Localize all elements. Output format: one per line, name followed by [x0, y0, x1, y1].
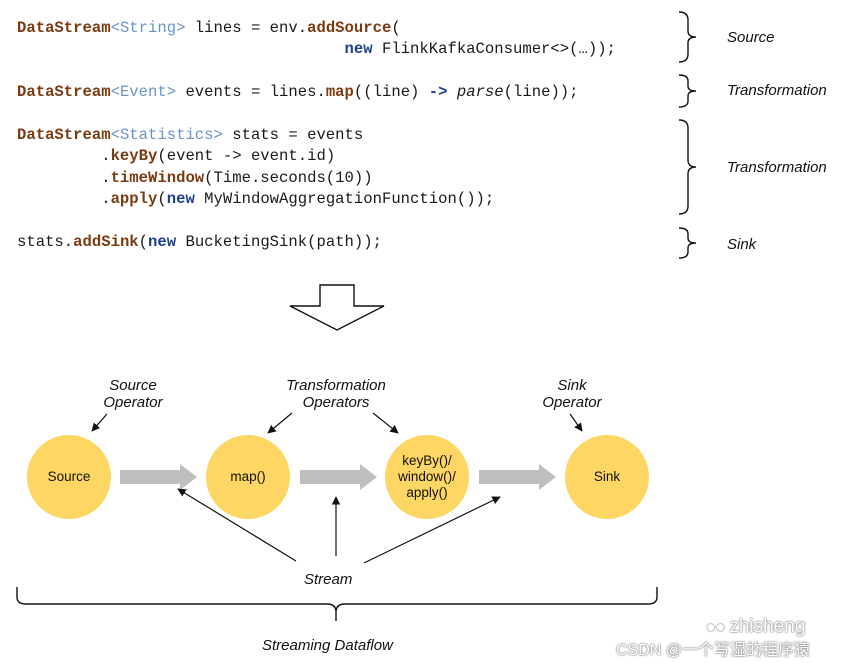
- arrow-source-op: [91, 413, 108, 432]
- side-label-transformation-window: Transformation: [727, 159, 827, 176]
- source-node: Source: [27, 435, 111, 519]
- big-down-arrow: [289, 284, 385, 331]
- code-line-4: DataStream<Statistics> stats = events: [17, 125, 363, 145]
- code-lambda-arrow: ->: [428, 83, 448, 101]
- code-text: (: [391, 19, 401, 37]
- source-operator-label: Source Operator: [93, 377, 173, 411]
- transformation-operators-line-1: Transformation: [286, 377, 386, 394]
- code-text: ((line): [353, 83, 429, 101]
- keyby-node-line-3: apply(): [406, 485, 448, 500]
- wechat-icon: ●●: [706, 619, 726, 636]
- code-generic: Statistics: [119, 126, 214, 144]
- watermark-handle-text: zhisheng: [729, 616, 806, 637]
- flow-arrow-keyby-sink: [479, 464, 556, 490]
- code-text: stats = events: [222, 126, 364, 144]
- code-type: DataStream: [17, 19, 111, 37]
- keyby-window-apply-node: keyBy()/ window()/ apply(): [385, 435, 469, 519]
- code-new-keyword: new: [344, 40, 373, 58]
- code-method: keyBy: [110, 147, 158, 165]
- side-label-source: Source: [727, 29, 775, 46]
- code-line-8: stats.addSink(new BucketingSink(path));: [17, 232, 382, 252]
- brace-transformation-window: [678, 119, 697, 215]
- code-generic-close: >: [166, 83, 177, 101]
- code-new-keyword: new: [166, 190, 195, 208]
- code-generic-close: >: [176, 19, 186, 37]
- code-text: BucketingSink(path));: [176, 233, 382, 251]
- bottom-brace: [16, 587, 658, 621]
- code-line-1: DataStream<String> lines = env.addSource…: [17, 18, 401, 38]
- keyby-node-line-2: window()/: [398, 469, 456, 484]
- code-line-6: .timeWindow(Time.seconds(10)): [17, 168, 373, 188]
- code-new-keyword: new: [148, 233, 177, 251]
- code-text: (line));: [503, 83, 579, 101]
- arrow-sink-op: [569, 413, 583, 432]
- code-italic: parse: [456, 83, 504, 101]
- code-generic-open: <: [110, 19, 120, 37]
- sink-node: Sink: [565, 435, 649, 519]
- source-operator-line-1: Source: [109, 377, 157, 394]
- code-indent: .: [17, 190, 111, 208]
- code-method: apply: [110, 190, 158, 208]
- code-generic: String: [119, 19, 177, 37]
- code-braces: [678, 11, 697, 259]
- code-text: stats.: [17, 233, 74, 251]
- streaming-dataflow-label: Streaming Dataflow: [262, 637, 393, 654]
- flow-arrow-source-map: [120, 464, 197, 490]
- sink-node-label: Sink: [593, 469, 621, 484]
- brace-transformation-map: [678, 74, 697, 108]
- code-text: FlinkKafkaConsumer<>(…));: [372, 40, 616, 58]
- brace-sink: [678, 227, 697, 259]
- side-label-transformation-map: Transformation: [727, 82, 827, 99]
- code-method: addSink: [73, 233, 139, 251]
- code-line-3: DataStream<Event> events = lines.map((li…: [17, 82, 579, 102]
- code-generic-close: >: [213, 126, 223, 144]
- code-generic-open: <: [110, 126, 120, 144]
- code-indent: .: [17, 169, 111, 187]
- code-indent: .: [17, 147, 111, 165]
- brace-source: [678, 11, 697, 63]
- code-text: (Time.seconds(10)): [204, 169, 373, 187]
- sink-operator-line-2: Operator: [542, 394, 602, 411]
- map-node: map(): [206, 435, 290, 519]
- stream-label: Stream: [304, 571, 353, 588]
- arrow-stream-left: [177, 488, 297, 562]
- code-text: (: [138, 233, 149, 251]
- code-line-7: .apply(new MyWindowAggregationFunction()…: [17, 189, 494, 209]
- watermark-handle: ●●zhisheng: [706, 616, 805, 638]
- code-text: (: [157, 190, 167, 208]
- arrow-trans-op-map: [267, 412, 293, 434]
- code-method: timeWindow: [110, 169, 205, 187]
- transformation-operators-line-2: Operators: [302, 394, 370, 411]
- code-method: addSource: [307, 19, 392, 37]
- code-text: (event -> event.id): [157, 147, 336, 165]
- sink-operator-line-1: Sink: [557, 377, 587, 394]
- source-operator-line-2: Operator: [103, 394, 163, 411]
- code-text: events = lines.: [176, 83, 326, 101]
- transformation-operators-label: Transformation Operators: [271, 377, 401, 411]
- code-text: MyWindowAggregationFunction());: [194, 190, 495, 208]
- side-label-sink: Sink: [727, 236, 757, 253]
- code-text: lines = env.: [185, 19, 308, 37]
- flow-arrow-map-keyby: [300, 464, 377, 490]
- code-generic: Event: [119, 83, 167, 101]
- source-node-label: Source: [47, 469, 91, 484]
- watermark-credit: CSDN @一个写湿的程序猿: [616, 642, 811, 659]
- flow-arrows: [120, 464, 556, 490]
- code-type: DataStream: [17, 83, 111, 101]
- code-line-2: new FlinkKafkaConsumer<>(…));: [17, 39, 616, 59]
- code-type: DataStream: [17, 126, 111, 144]
- code-method: map: [325, 83, 354, 101]
- code-line-5: .keyBy(event -> event.id): [17, 146, 335, 166]
- arrow-trans-op-keyby: [372, 412, 399, 434]
- map-node-label: map(): [230, 469, 266, 484]
- sink-operator-label: Sink Operator: [532, 377, 612, 411]
- code-generic-open: <: [110, 83, 120, 101]
- keyby-node-line-1: keyBy()/: [402, 453, 452, 468]
- pointer-arrows: [91, 412, 583, 564]
- arrow-stream-right: [363, 496, 501, 564]
